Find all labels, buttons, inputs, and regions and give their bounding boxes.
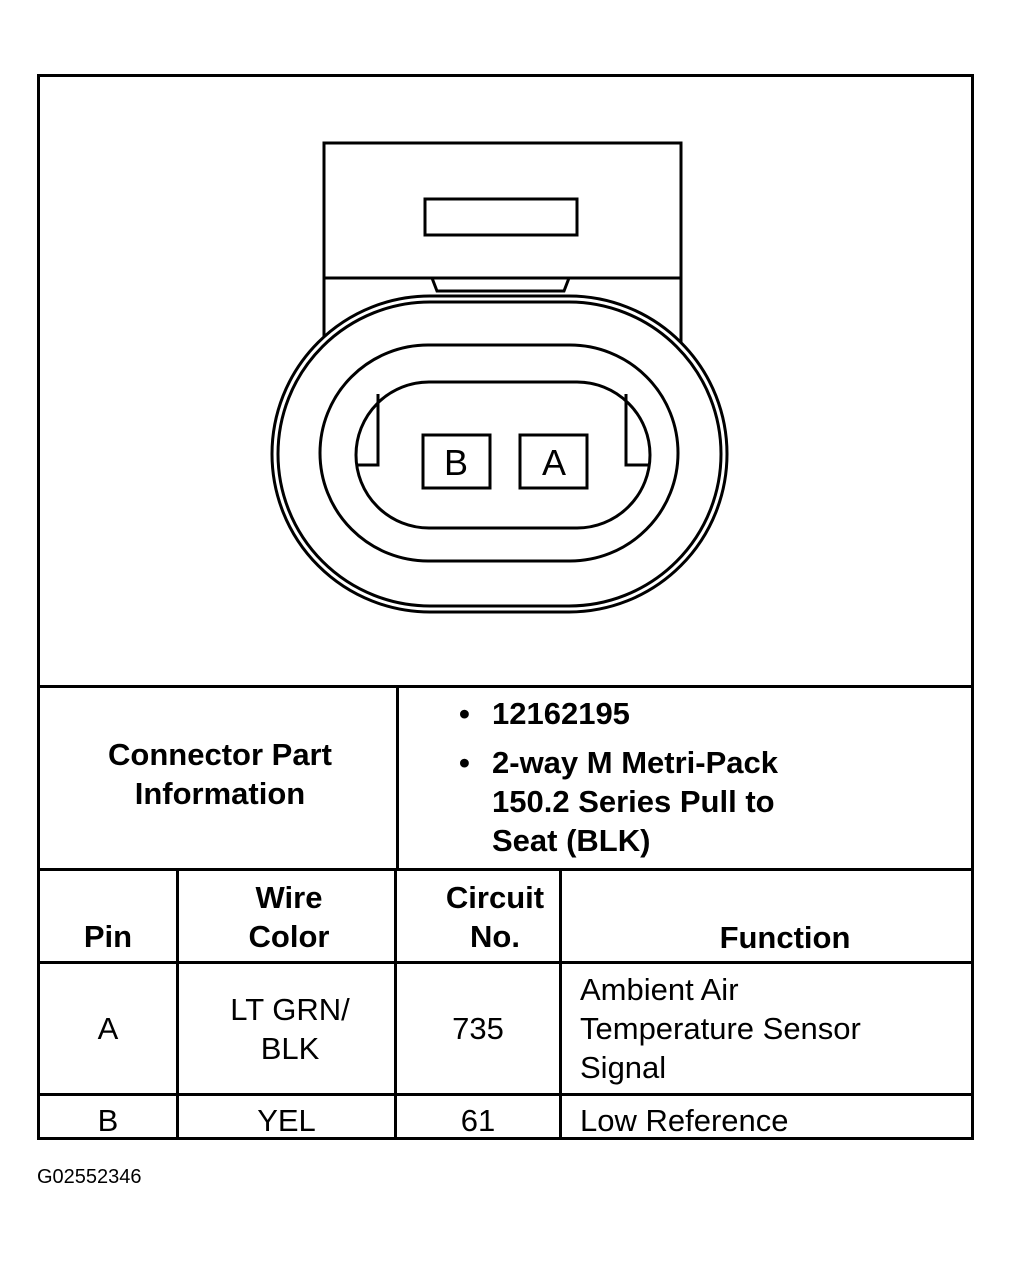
- row-a-function: Ambient Air Temperature Sensor Signal: [580, 972, 861, 1085]
- part-description: 2-way M Metri-Pack 150.2 Series Pull to …: [447, 743, 847, 860]
- outer-shell-inner: [276, 300, 723, 608]
- figure-id: G02552346: [37, 1166, 142, 1188]
- part-info-label: Connector Part Information: [108, 737, 332, 811]
- pin-b-box: [421, 433, 492, 490]
- outer-shell: [270, 294, 729, 614]
- row-a-wire-color: LT GRN/ BLK: [230, 992, 350, 1066]
- rule-info-divider: [396, 685, 399, 871]
- rule-row-a-bottom: [40, 1093, 971, 1096]
- row-b-function: Low Reference: [580, 1103, 789, 1138]
- header-circuit: Circuit No.: [445, 880, 545, 954]
- part-info-list: 12162195 2-way M Metri-Pack 150.2 Series…: [447, 694, 847, 870]
- rule-col-pin: [176, 868, 179, 1137]
- row-b-pin: B: [97, 1103, 119, 1138]
- rule-col-circuit: [559, 868, 562, 1137]
- cavity-key-left: [356, 394, 380, 467]
- pin-a-box: [518, 433, 589, 490]
- connector-face-drawing: B A: [270, 141, 729, 614]
- row-b-wire-color: YEL: [257, 1103, 316, 1138]
- row-a-circuit: 735: [452, 1011, 504, 1046]
- cavity-key-right: [624, 394, 650, 467]
- header-wire-color: Wire Color: [248, 880, 330, 954]
- rule-drawing-bottom: [40, 685, 971, 688]
- part-number: 12162195: [447, 694, 847, 733]
- pin-b-label: B: [444, 442, 468, 483]
- header-function: Function: [719, 920, 851, 955]
- header-pin: Pin: [83, 919, 133, 954]
- latch-ridge: [430, 277, 571, 293]
- connector-diagram-frame: B A Connector Part Information 12162195 …: [37, 74, 974, 1140]
- row-a-pin: A: [97, 1011, 119, 1046]
- seal-ring: [318, 343, 680, 563]
- row-b-circuit: 61: [460, 1103, 496, 1138]
- locking-tab: [423, 197, 579, 237]
- rule-info-bottom: [40, 868, 971, 871]
- connector-housing: [322, 141, 683, 343]
- rule-col-wire: [394, 868, 397, 1137]
- rule-header-bottom: [40, 961, 971, 964]
- pin-a-label: A: [542, 442, 566, 483]
- pin-cavity: [354, 380, 652, 530]
